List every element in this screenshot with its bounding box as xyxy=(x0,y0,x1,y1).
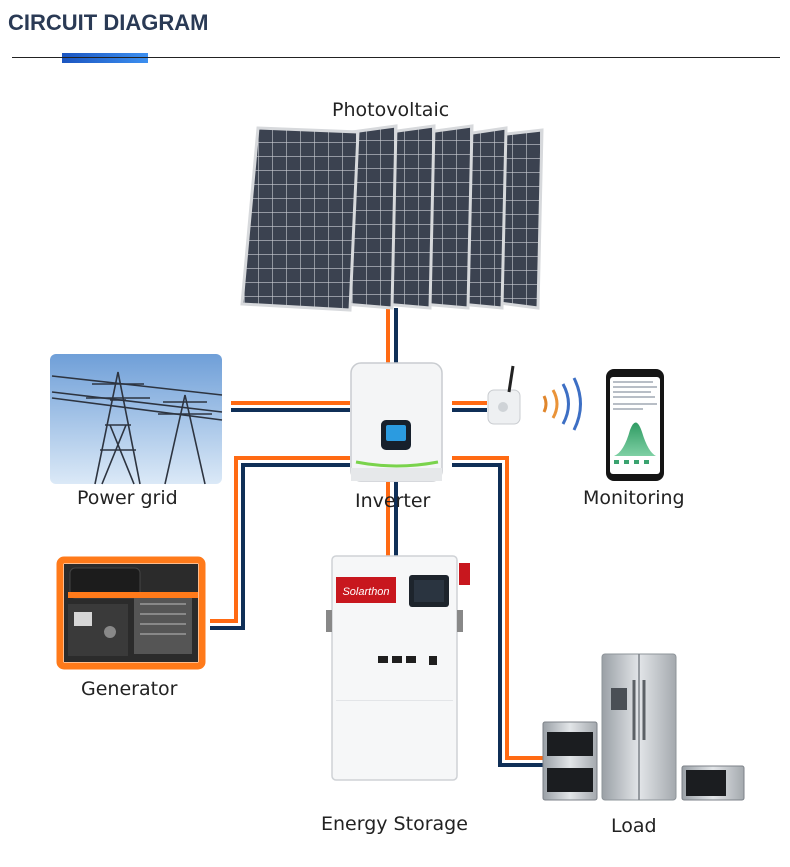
title-divider xyxy=(12,57,780,58)
wifi-dongle-image xyxy=(487,365,521,425)
power-grid-label: Power grid xyxy=(77,487,178,509)
load-appliances-image xyxy=(542,653,745,801)
wire-generator-navy xyxy=(210,463,350,630)
wire-generator-orange xyxy=(210,456,350,623)
smartphone-image xyxy=(606,369,664,481)
battery-brand-label: Solarthon xyxy=(342,586,389,598)
wire-load-orange xyxy=(452,456,545,760)
generator-image xyxy=(56,556,206,670)
inverter-image xyxy=(350,362,443,482)
generator-label: Generator xyxy=(81,678,178,700)
signal-waves-icon xyxy=(542,377,582,431)
energy-storage-image xyxy=(326,555,470,781)
solar-panels-image xyxy=(240,124,544,312)
inverter-label: Inverter xyxy=(355,490,431,512)
wire-load-navy xyxy=(452,463,545,767)
page-title: CIRCUIT DIAGRAM xyxy=(8,10,209,35)
monitoring-label: Monitoring xyxy=(583,487,685,509)
photovoltaic-label: Photovoltaic xyxy=(332,99,450,121)
title-accent-bar xyxy=(62,53,148,63)
load-label: Load xyxy=(611,815,657,837)
wires xyxy=(210,308,545,767)
power-grid-image xyxy=(50,354,223,485)
energy-storage-label: Energy Storage xyxy=(321,813,468,835)
